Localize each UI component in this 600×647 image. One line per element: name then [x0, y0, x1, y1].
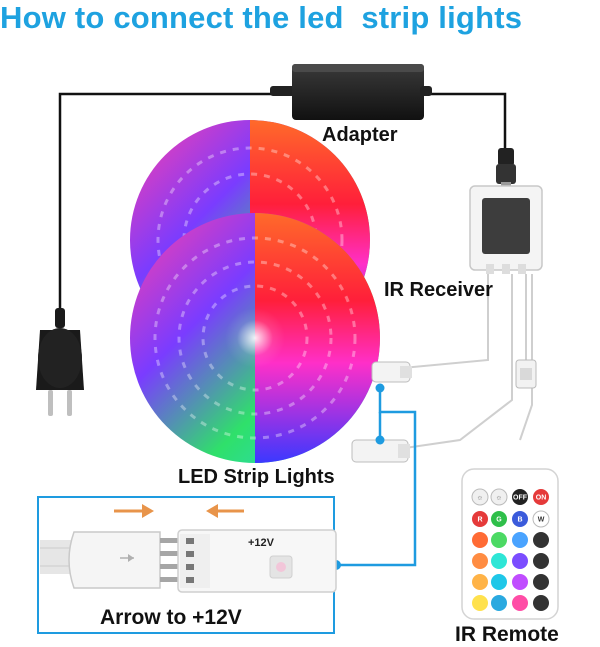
- remote-color-button: [532, 510, 550, 528]
- remote-color-letter: R: [477, 517, 482, 524]
- diagram-title: How to connect the led strip lights: [0, 0, 523, 35]
- callout-dot-top: [375, 383, 385, 393]
- ir-receiver-icon: [469, 185, 543, 274]
- power-cable: [58, 92, 507, 312]
- led-reel-front: [130, 213, 380, 463]
- remote-color-button: [472, 574, 488, 590]
- strip-end-icon: [177, 529, 337, 593]
- remote-color-button: [472, 532, 488, 548]
- remote-color-button: [512, 595, 528, 611]
- remote-color-button: [472, 511, 488, 527]
- remote-color-button: [533, 595, 549, 611]
- remote-color-letter: G: [496, 517, 502, 524]
- remote-color-button: [512, 532, 528, 548]
- ir-remote-icon: ☼ ☼ OFF ON R G B W: [461, 468, 559, 620]
- adapter-label: Adapter: [322, 124, 398, 146]
- remote-color-button: [512, 553, 528, 569]
- remote-top-button-label: ON: [536, 495, 547, 502]
- remote-color-button: [491, 511, 507, 527]
- remote-color-button: [512, 511, 528, 527]
- remote-color-button: [533, 574, 549, 590]
- remote-color-button: [472, 553, 488, 569]
- arrow-to-12v-label: Arrow to +12V: [100, 606, 242, 629]
- ir-remote-label: IR Remote: [455, 623, 559, 646]
- remote-color-letter: B: [517, 517, 522, 524]
- remote-color-button: [491, 532, 507, 548]
- remote-color-letter: W: [538, 517, 545, 524]
- remote-color-button: [533, 553, 549, 569]
- remote-top-button-label: ☼: [477, 495, 483, 502]
- remote-color-button: [533, 532, 549, 548]
- remote-color-button: [491, 595, 507, 611]
- receiver-plugs: [515, 359, 537, 389]
- remote-top-button-label: OFF: [513, 495, 528, 502]
- connector-pins: [160, 538, 178, 582]
- led-strip-lights-label: LED Strip Lights: [178, 466, 335, 488]
- plug-icon: [36, 308, 84, 416]
- strip-connector-upper: [371, 361, 412, 383]
- remote-color-button: [472, 595, 488, 611]
- adapter-icon: [270, 64, 432, 120]
- left-arrow-icon: [206, 504, 244, 518]
- callout-wire: [336, 388, 417, 567]
- remote-color-button: [491, 574, 507, 590]
- remote-color-button: [512, 574, 528, 590]
- plus-12v-marking: +12V: [248, 537, 274, 549]
- callout-dot-bottom: [375, 435, 385, 445]
- right-arrow-icon: [114, 504, 154, 518]
- remote-top-button-label: ☼: [496, 495, 502, 502]
- remote-color-button: [491, 553, 507, 569]
- male-connector-icon: [68, 531, 161, 589]
- ir-receiver-label: IR Receiver: [384, 279, 493, 301]
